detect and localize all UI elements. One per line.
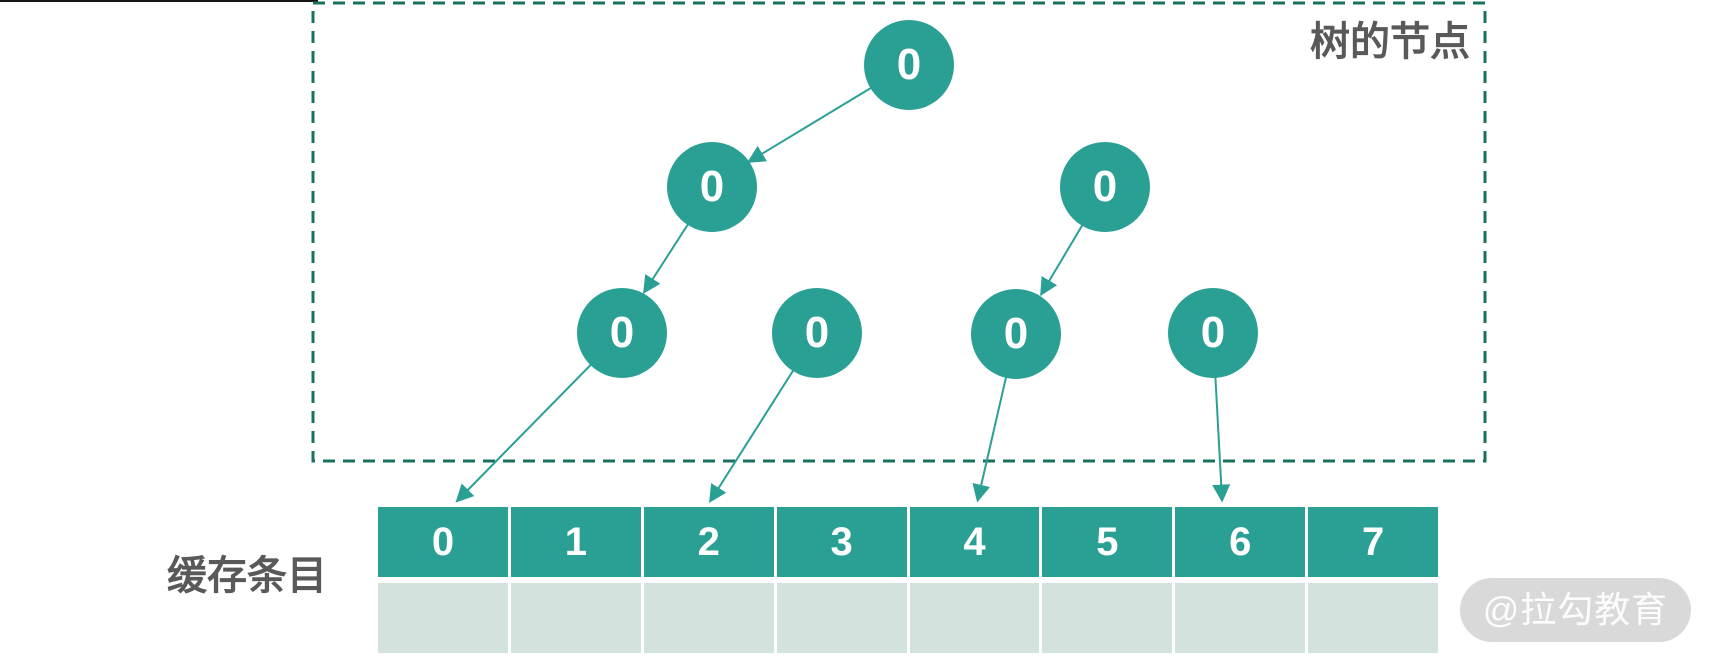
tree-node-level2-right: 0	[1060, 142, 1150, 232]
cache-row-label: 缓存条目	[167, 554, 327, 598]
cache-entry-3: 3	[776, 507, 907, 577]
cache-entry-4: 4	[909, 507, 1040, 577]
cache-slot-empty-2	[643, 583, 774, 653]
cache-entry-0: 0	[378, 507, 508, 577]
cache-slot-empty-5	[1042, 583, 1173, 653]
cache-slot-empty-0	[378, 583, 508, 653]
tree-node-root: 0	[864, 20, 954, 110]
cache-entry-2: 2	[643, 507, 774, 577]
tree-region-label: 树的节点	[1310, 20, 1470, 64]
tree-region-border	[311, 1, 1487, 463]
tree-node-level3-3: 0	[971, 289, 1061, 379]
watermark-badge: @拉勾教育	[1460, 578, 1691, 642]
tree-node-level3-2: 0	[772, 288, 862, 378]
cache-slot-empty-7	[1308, 583, 1438, 653]
cache-entry-5: 5	[1042, 507, 1173, 577]
cache-slot-empty-6	[1175, 583, 1306, 653]
tree-node-level3-4: 0	[1168, 288, 1258, 378]
cache-entry-1: 1	[510, 507, 641, 577]
cache-slot-empty-4	[909, 583, 1040, 653]
tree-node-level2-left: 0	[667, 142, 757, 232]
tree-node-level3-1: 0	[577, 288, 667, 378]
cache-slot-empty-3	[776, 583, 907, 653]
top-edge-line	[0, 0, 318, 2]
cache-empty-row	[378, 583, 1438, 653]
watermark-text: @拉勾教育	[1482, 589, 1669, 630]
cache-entry-6: 6	[1175, 507, 1306, 577]
cache-entry-7: 7	[1308, 507, 1438, 577]
cache-slot-empty-1	[510, 583, 641, 653]
